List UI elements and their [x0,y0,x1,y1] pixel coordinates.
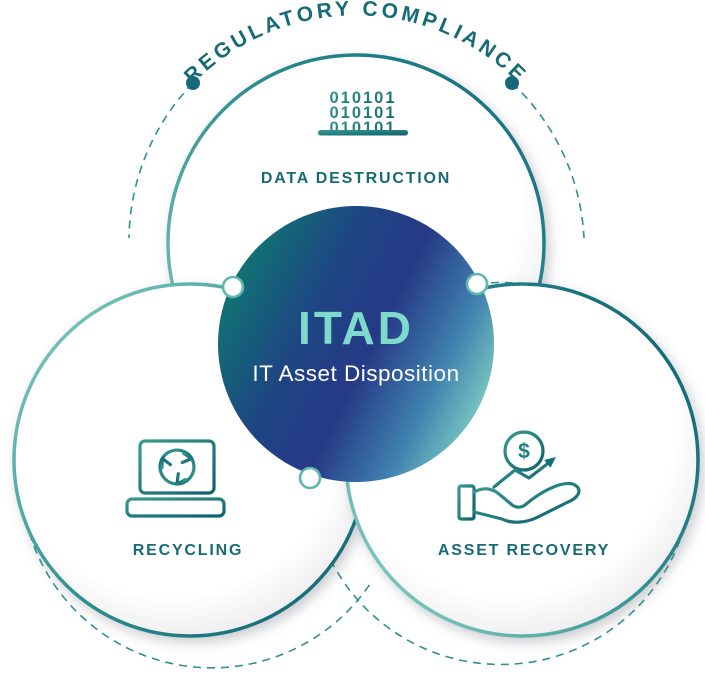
dollar-sign: $ [518,440,530,463]
itad-center-circle [218,206,494,482]
hand-cuff [457,484,476,521]
laptop-recycle-icon [125,439,226,518]
shredder-bar [318,130,408,136]
itad-title: ITAD [298,302,414,354]
binary-row-1: 010101 [329,89,396,107]
connector-dot-left [221,275,245,299]
laptop-screen [138,439,216,495]
compliance-ring-dashed-arc-left [128,82,194,239]
growth-arrowhead [544,457,556,468]
compliance-dot-left [186,76,200,90]
laptop-base [125,497,226,518]
itad-subtitle: IT Asset Disposition [252,361,459,386]
recycling-label: RECYCLING [133,542,243,559]
coin-circle [503,430,545,472]
hand-coin-growth-icon: $ [457,430,581,524]
shredded-binary-icon: 010101 010101 010101 [318,89,408,174]
compliance-ring-dashed-arc-right [511,82,585,239]
growth-arrow [492,459,553,489]
connector-dot-right [465,272,489,296]
shredder-strips [324,120,403,174]
data-destruction-label: DATA DESTRUCTION [261,170,451,187]
binary-row-2: 010101 [329,104,396,122]
connector-dots [221,272,489,490]
recycle-symbol [158,448,196,486]
hand-palm [472,482,581,524]
connector-dot-bottom [298,466,322,490]
compliance-dot-right [505,76,519,90]
asset-recovery-label: ASSET RECOVERY [438,542,610,559]
